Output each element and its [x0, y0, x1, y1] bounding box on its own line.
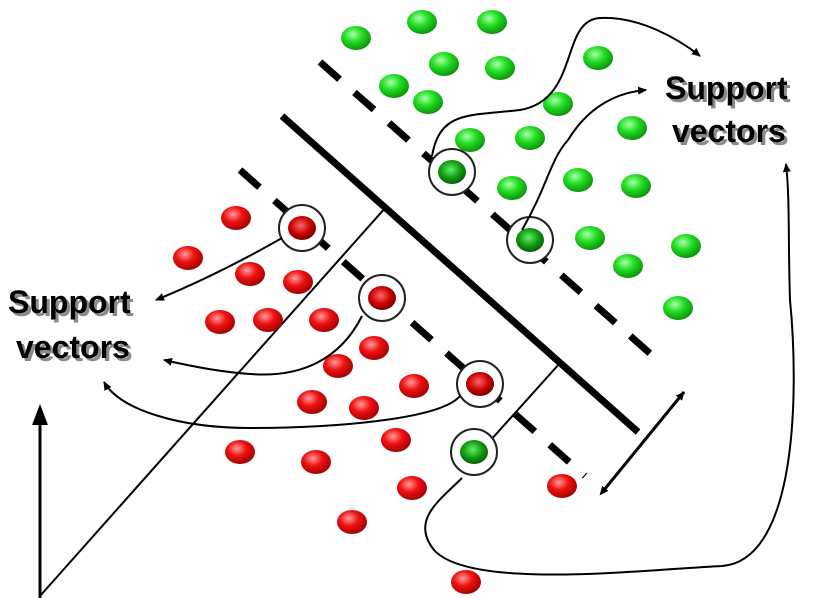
svg-text:Support: Support [8, 284, 131, 320]
svg-text:Support: Support [668, 73, 791, 109]
svg-text:vectors: vectors [672, 113, 786, 149]
y-axis-arrow-icon [32, 404, 48, 425]
margin-perpendicular [479, 362, 561, 453]
margin-width-arrow [599, 391, 686, 496]
svg-text:vectors: vectors [675, 116, 789, 152]
support-vectors-label-right: Support Support vectors vectors [665, 70, 791, 152]
svg-text:Support: Support [11, 287, 134, 323]
red-support-vectors [278, 204, 504, 408]
upper-margin-line [317, 59, 665, 367]
left-label-arrows [103, 237, 461, 430]
svg-text:Support: Support [665, 70, 788, 106]
x-axis-diagonal [39, 206, 387, 597]
svg-text:vectors: vectors [19, 332, 133, 368]
lower-margin-line [237, 167, 588, 479]
red-class-points [173, 206, 577, 594]
svg-text:vectors: vectors [16, 329, 130, 365]
right-label-arrows [424, 16, 795, 576]
decision-boundary [279, 113, 641, 435]
green-class-points [341, 10, 701, 320]
green-support-vectors [428, 148, 554, 476]
support-vectors-label-left: Support Support vectors vectors [8, 284, 134, 368]
